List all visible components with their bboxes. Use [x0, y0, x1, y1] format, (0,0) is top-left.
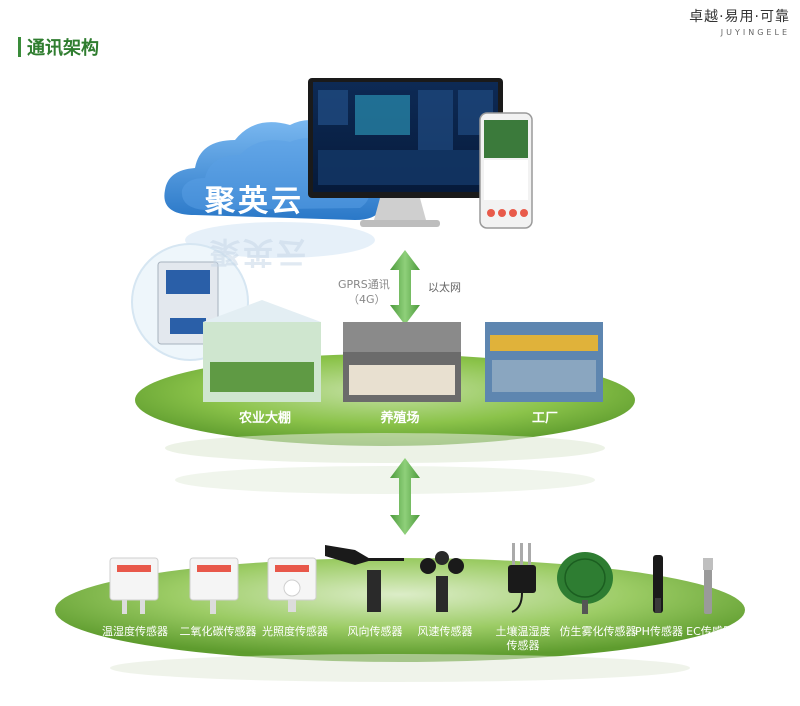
cloud-label-reflection: 聚英云 — [210, 234, 309, 269]
monitor-dashboard — [308, 78, 503, 227]
smartphone — [479, 112, 533, 229]
sensor-icon-wind-speed — [420, 551, 464, 612]
arrow-cloud-to-sites — [390, 250, 420, 325]
sensor-icon-ph — [653, 555, 663, 613]
sensor-icon-temperature-humidity — [109, 557, 159, 614]
site-photo-factory — [485, 322, 603, 402]
brand-name: JUYINGELE — [720, 28, 790, 37]
sensor-icon-ec — [703, 558, 713, 614]
site-photo-farm — [203, 300, 321, 402]
sensor-icon-bionic-leaf — [557, 552, 613, 614]
sensor-label-ph: PH传感器 — [635, 625, 683, 638]
sensor-label-wind-direction: 风向传感器 — [347, 625, 403, 638]
ethernet-label: 以太网 — [428, 281, 461, 294]
gprs-sub-label: （4G） — [348, 293, 386, 306]
site-photo-breeding — [343, 322, 461, 402]
site-label-factory: 工厂 — [531, 411, 558, 426]
sensor-label-temperature-humidity: 温湿度传感器 — [102, 625, 168, 638]
sensor-label-co2: 二氧化碳传感器 — [179, 625, 257, 638]
sensor-label-soil: 土壤温湿度 — [495, 625, 551, 638]
gprs-label: GPRS通讯 — [338, 278, 390, 291]
section-title: 通讯架构 — [18, 34, 99, 60]
cloud-label: 聚英云 — [205, 184, 304, 219]
sensor-label-soil-line2: 传感器 — [506, 639, 540, 652]
sensor-label-wind-speed: 风速传感器 — [417, 625, 473, 638]
brand-tagline: 卓越·易用·可靠 — [689, 9, 790, 25]
sensor-icon-wind-direction — [325, 545, 404, 612]
title-accent-bar — [18, 37, 21, 57]
section-title-text: 通讯架构 — [27, 38, 99, 59]
arrow-sites-to-sensors — [390, 458, 420, 535]
sensor-icon-light — [267, 557, 317, 612]
sensor-icon-co2 — [189, 557, 239, 614]
site-label-breeding: 养殖场 — [380, 411, 420, 426]
cloud-reflection — [185, 222, 375, 258]
sensor-label-bionic: 仿生雾化传感器 — [559, 625, 637, 638]
site-label-farm: 农业大棚 — [238, 411, 291, 426]
sensor-label-light: 光照度传感器 — [262, 625, 328, 638]
sensor-label-ec: EC传感器 — [686, 625, 734, 638]
sensor-icon-soil — [508, 543, 536, 613]
brand-slogan: 卓越·易用·可靠 JUYINGELE — [689, 6, 790, 37]
